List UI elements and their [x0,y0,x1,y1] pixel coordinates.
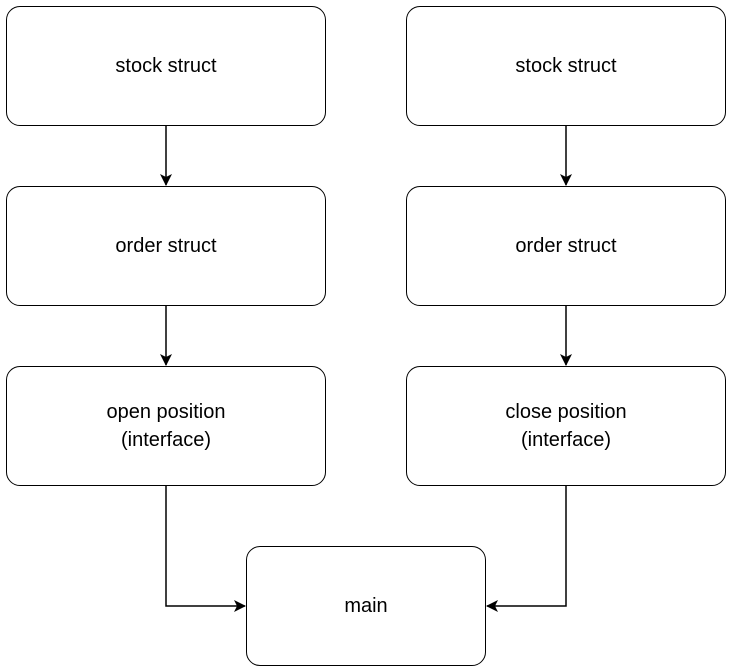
node-close-position[interactable]: close position (interface) [406,366,726,486]
edge-open-position-to-main [165,486,246,612]
node-label: order struct [515,235,617,257]
node-label: main [344,595,388,617]
node-label: close position (interface) [505,401,627,451]
node-label: stock struct [515,55,617,77]
node-label: open position (interface) [106,401,226,451]
node-open-position[interactable]: open position (interface) [6,366,326,486]
node-label: stock struct [115,55,217,77]
edge-close-position-to-main [486,486,567,612]
node-main[interactable]: main [246,546,486,666]
node-label: order struct [115,235,217,257]
node-stock-struct-right[interactable]: stock struct [406,6,726,126]
node-stock-struct-left[interactable]: stock struct [6,6,326,126]
node-order-struct-left[interactable]: order struct [6,186,326,306]
node-order-struct-right[interactable]: order struct [406,186,726,306]
